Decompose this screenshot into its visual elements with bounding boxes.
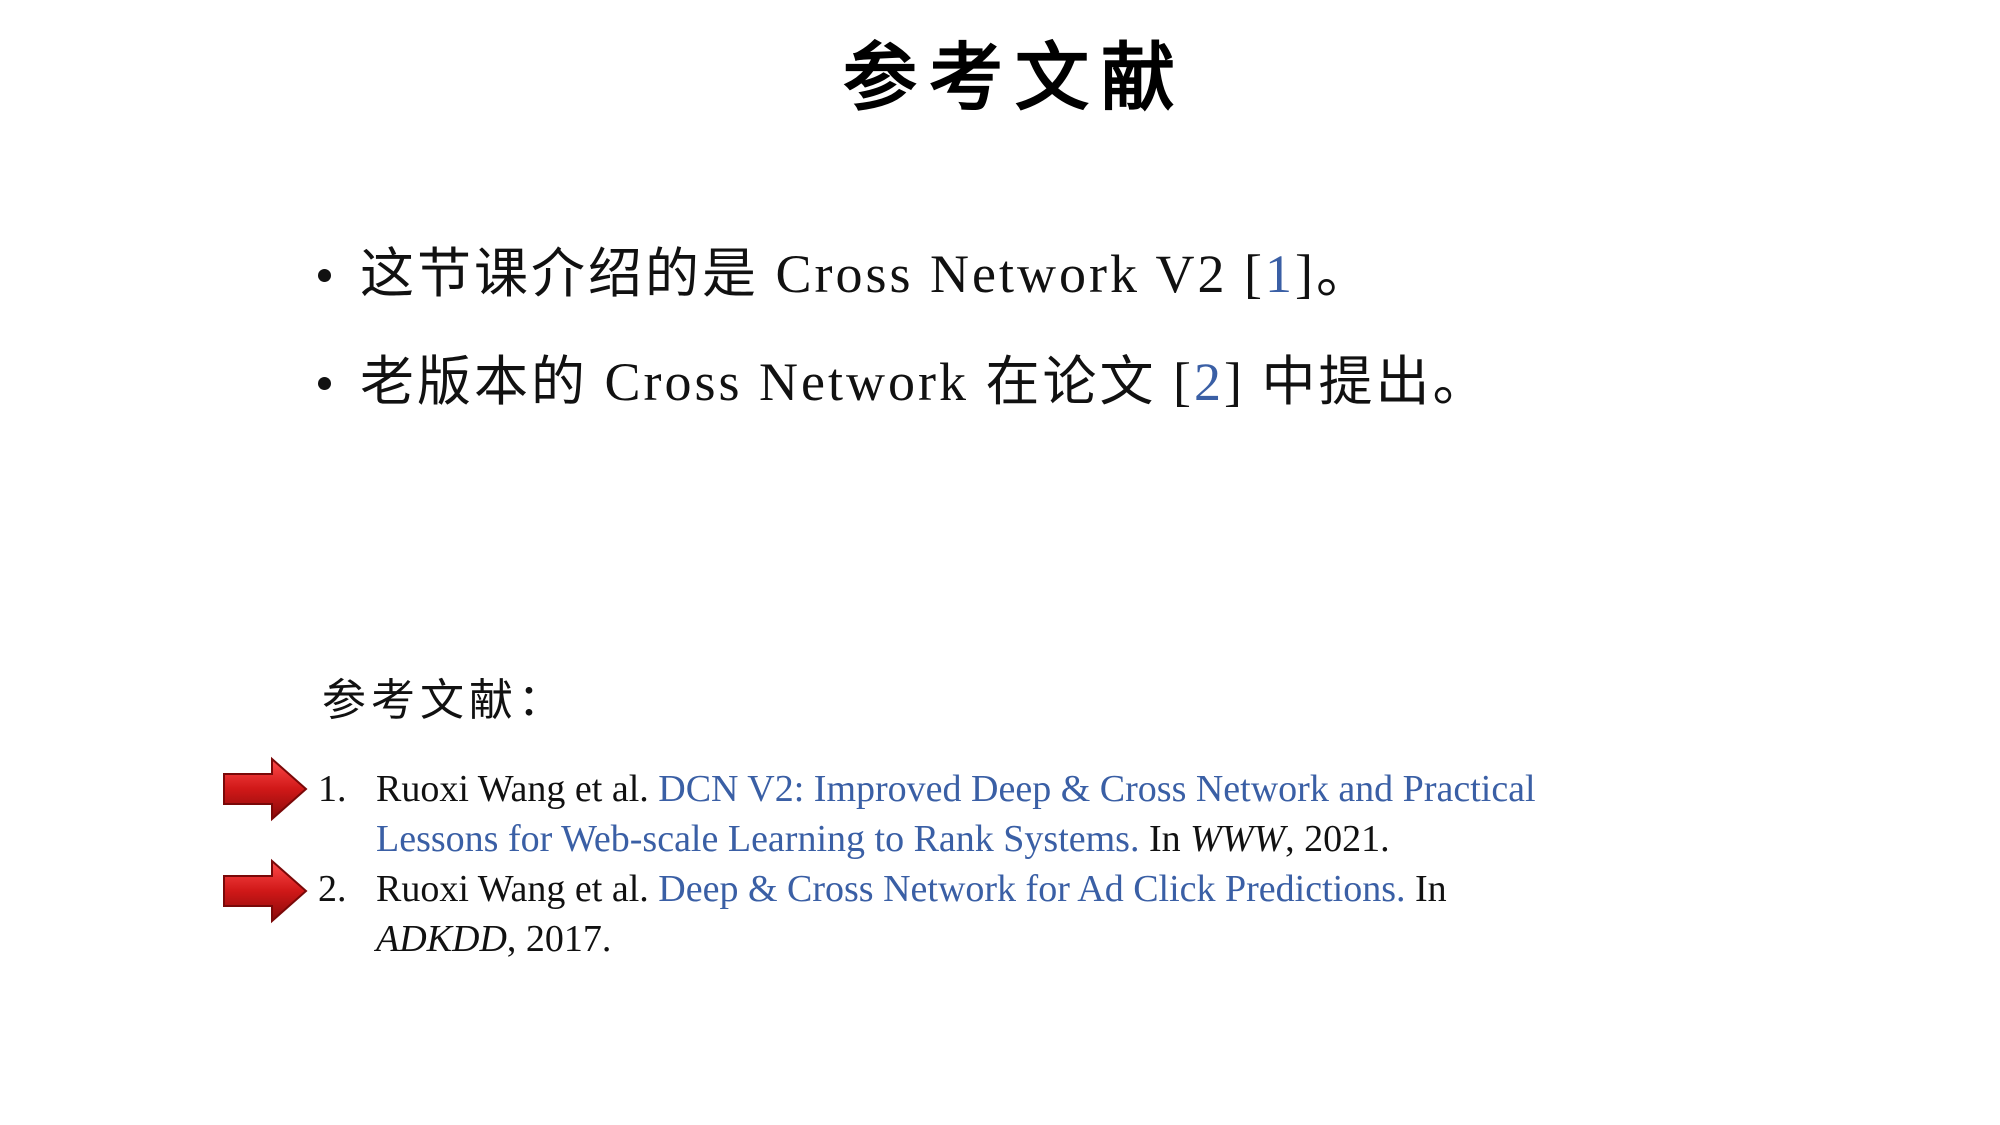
citation-link[interactable]: 2 [1193, 352, 1224, 412]
bullet-text-suffix: ] 中提出。 [1223, 352, 1490, 412]
bullet-text-prefix: 这节课介绍的是 Cross Network V2 [ [360, 244, 1265, 304]
reference-item: 2. Ruoxi Wang et al. Deep & Cross Networ… [318, 864, 1818, 964]
citation-link[interactable]: 1 [1264, 244, 1295, 304]
bullet-dot [318, 377, 331, 390]
red-arrow-icon [223, 858, 308, 924]
reference-title-link[interactable]: Deep & Cross Network for Ad Click Predic… [658, 868, 1406, 910]
reference-title-link[interactable]: Lessons for Web-scale Learning to Rank S… [376, 818, 1140, 860]
reference-number: 1. [318, 768, 347, 810]
reference-venue: ADKDD [376, 918, 507, 960]
reference-number: 2. [318, 868, 347, 910]
bullet-text: 老版本的 Cross Network 在论文 [2] 中提出。 [360, 346, 1489, 418]
reference-in-text: In [1405, 868, 1447, 910]
bullet-item: 这节课介绍的是 Cross Network V2 [1]。 [318, 238, 1918, 346]
reference-item: 1. Ruoxi Wang et al. DCN V2: Improved De… [318, 764, 1818, 864]
reference-year: , 2021. [1285, 818, 1390, 860]
red-arrow-icon [223, 756, 308, 822]
bullet-item: 老版本的 Cross Network 在论文 [2] 中提出。 [318, 346, 1918, 454]
bullet-text-suffix: ]。 [1294, 244, 1373, 304]
reference-line: Ruoxi Wang et al. DCN V2: Improved Deep … [376, 764, 1818, 814]
references-heading: 参考文献： [322, 676, 567, 725]
bullet-text: 这节课介绍的是 Cross Network V2 [1]。 [360, 238, 1373, 310]
reference-line: ADKDD, 2017. [376, 914, 1818, 964]
reference-line: Ruoxi Wang et al. Deep & Cross Network f… [376, 864, 1818, 914]
reference-authors: Ruoxi Wang et al. [376, 768, 659, 810]
reference-in-text: In [1139, 818, 1191, 860]
slide-title: 参考文献 [843, 35, 1187, 121]
bullet-dot [318, 269, 331, 282]
reference-authors: Ruoxi Wang et al. [376, 868, 659, 910]
reference-venue: WWW [1190, 818, 1286, 860]
bullet-list: 这节课介绍的是 Cross Network V2 [1]。 老版本的 Cross… [318, 238, 1918, 454]
reference-list: 1. Ruoxi Wang et al. DCN V2: Improved De… [318, 764, 1818, 964]
bullet-text-prefix: 老版本的 Cross Network 在论文 [ [360, 352, 1194, 412]
reference-year: , 2017. [506, 918, 612, 960]
reference-title-link[interactable]: DCN V2: Improved Deep & Cross Network an… [658, 768, 1536, 810]
reference-line: Lessons for Web-scale Learning to Rank S… [376, 814, 1818, 864]
